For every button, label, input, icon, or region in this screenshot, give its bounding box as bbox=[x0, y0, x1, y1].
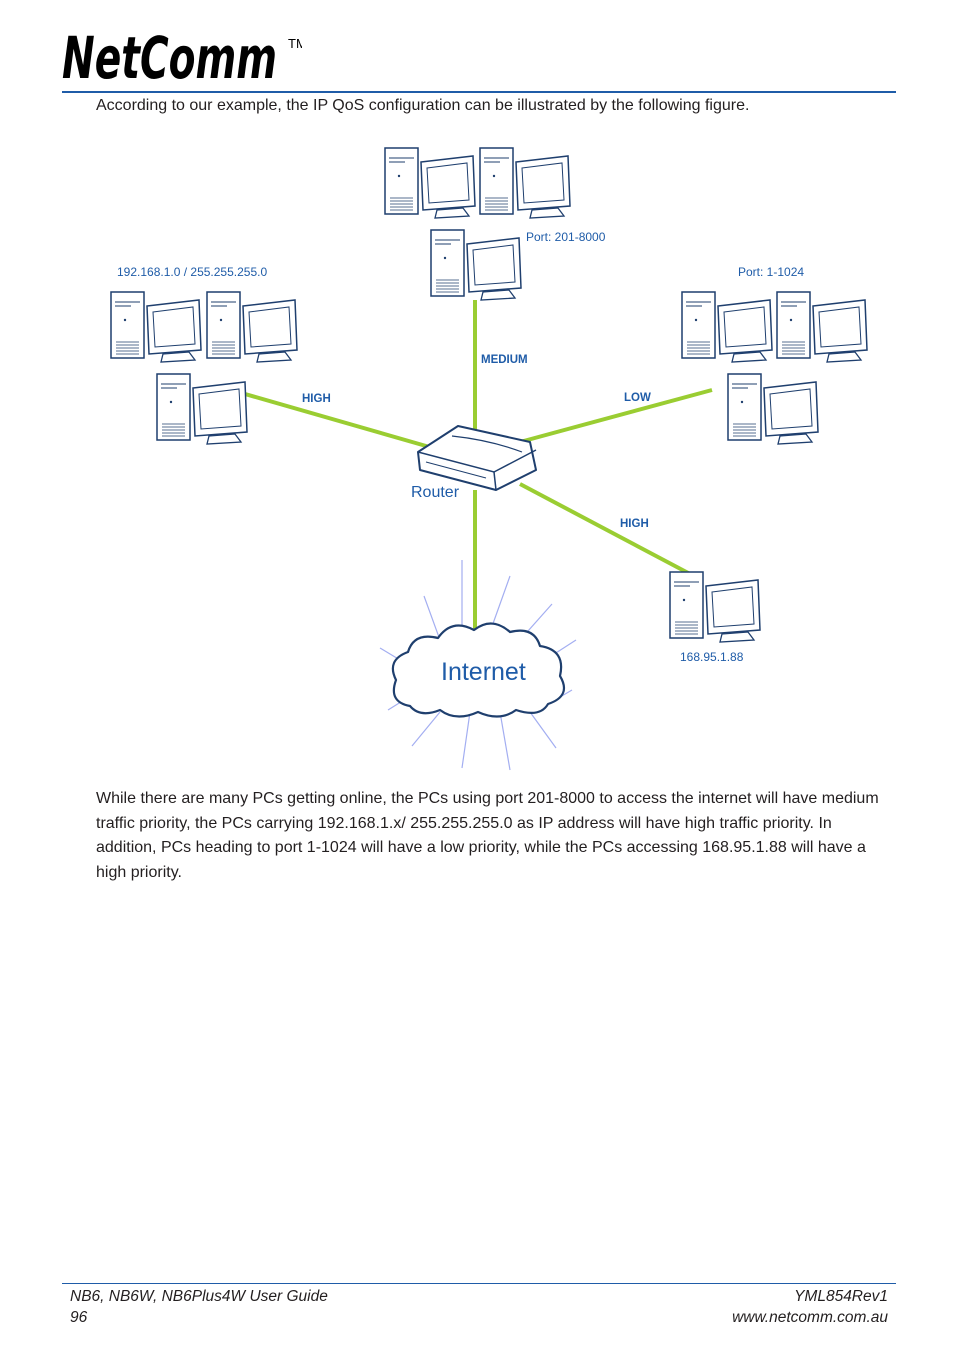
page-number: 96 bbox=[70, 1309, 88, 1326]
text-segment: traffic priority, the PCs carrying 192.1… bbox=[96, 814, 685, 832]
document-revision: YML854Rev1 bbox=[794, 1288, 888, 1305]
footer-left: NB6, NB6W, NB6Plus4W User Guide 96 bbox=[70, 1286, 328, 1328]
text-segment: priority, while the PCs accessing 168.95… bbox=[464, 839, 866, 856]
label-left-ip: 192.168.1.0 / 255.255.255.0 bbox=[117, 265, 267, 279]
label-right-port: Port: 1-1024 bbox=[738, 265, 804, 279]
keyword-high: high bbox=[684, 814, 716, 832]
label-top-port: Port: 201-8000 bbox=[526, 230, 606, 244]
router-icon bbox=[417, 425, 537, 491]
logo-tm: TM bbox=[288, 36, 302, 51]
qos-diagram: Port: 201-8000 192.168.1.0 / 255.255.255… bbox=[110, 147, 868, 771]
text-segment: While there are many PCs getting online,… bbox=[96, 790, 818, 807]
keyword-low: low bbox=[440, 839, 465, 856]
guide-title: NB6, NB6W, NB6Plus4W User Guide bbox=[70, 1288, 328, 1305]
pc-icon bbox=[110, 291, 202, 363]
link-low bbox=[519, 388, 713, 444]
netcomm-logo: NetComm TM bbox=[62, 26, 302, 88]
intro-text: According to our example, the IP QoS con… bbox=[96, 97, 750, 114]
pc-icon bbox=[384, 147, 476, 219]
keyword-high: high bbox=[96, 863, 127, 881]
pc-icon bbox=[669, 571, 761, 643]
text-segment: priority. bbox=[126, 863, 182, 881]
website-url: www.netcomm.com.au bbox=[732, 1309, 888, 1326]
links bbox=[237, 300, 713, 630]
label-high-right: HIGH bbox=[620, 518, 649, 530]
pc-icon bbox=[479, 147, 571, 219]
internet-cloud-icon bbox=[379, 560, 577, 771]
header-rule bbox=[62, 91, 896, 93]
pc-icon bbox=[681, 291, 773, 363]
footer-right: YML854Rev1 www.netcomm.com.au bbox=[732, 1286, 888, 1328]
label-high-left: HIGH bbox=[302, 393, 331, 405]
label-low: LOW bbox=[624, 392, 651, 404]
keyword-medium: medium bbox=[821, 790, 879, 807]
link-high-right bbox=[519, 482, 693, 577]
label-medium: MEDIUM bbox=[481, 354, 528, 366]
pc-icon bbox=[156, 373, 248, 445]
pc-icon bbox=[430, 229, 522, 301]
pc-icon bbox=[727, 373, 819, 445]
text-segment: traffic priority. In addition, PCs headi… bbox=[96, 814, 832, 857]
description-paragraph: While there are many PCs getting online,… bbox=[96, 787, 896, 885]
pc-icon bbox=[206, 291, 298, 363]
logo-text: NetComm bbox=[62, 26, 277, 88]
label-bottom-ip: 168.95.1.88 bbox=[680, 650, 744, 664]
link-high-left bbox=[237, 390, 441, 452]
label-router: Router bbox=[411, 484, 460, 501]
pc-icon bbox=[776, 291, 868, 363]
footer-rule bbox=[62, 1283, 896, 1284]
label-internet: Internet bbox=[441, 658, 526, 686]
